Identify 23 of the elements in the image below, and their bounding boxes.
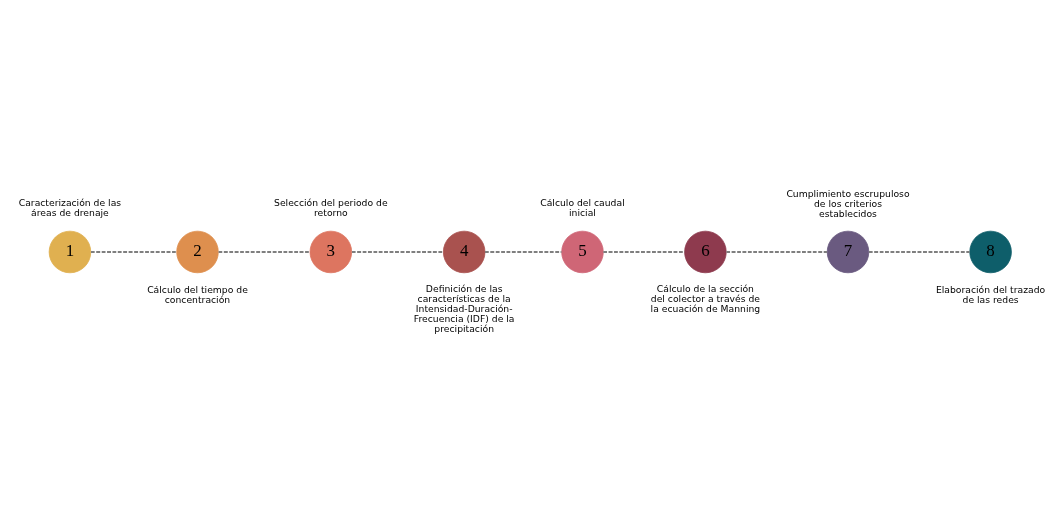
node-label: Definición de las características de la Intensidad-Duración-Frecuencia (IDF) de la precipitación	[413, 282, 515, 334]
connector	[484, 250, 563, 253]
connector	[868, 250, 971, 253]
node-label: Cálculo del caudal inicial	[540, 196, 625, 218]
node-circle: 7	[826, 230, 870, 273]
node-label: Elaboración del trazado de las redes	[935, 283, 1046, 305]
connector	[602, 250, 686, 253]
node-circle: 1	[48, 230, 92, 273]
node-label: Selección del periodo de retorno	[274, 196, 388, 218]
node-label: Cálculo de la sección del colector a través de la ecuación de Manning	[650, 282, 761, 314]
node-circle: 5	[561, 230, 604, 273]
connector	[725, 250, 829, 253]
node-circle: 8	[969, 230, 1012, 273]
node-label: Cumplimiento escrupuloso de los criterios establecidos	[786, 187, 910, 219]
node-circle: 6	[684, 230, 727, 273]
node-label: Caracterización de las áreas de drenaje	[18, 196, 122, 218]
connector	[90, 250, 178, 253]
node-circle: 4	[443, 230, 486, 273]
connector	[350, 250, 445, 253]
connector	[217, 250, 311, 253]
node-circle: 2	[176, 230, 219, 273]
node-circle: 3	[309, 230, 353, 273]
node-label: Cálculo del tiempo de concentración	[147, 283, 248, 305]
